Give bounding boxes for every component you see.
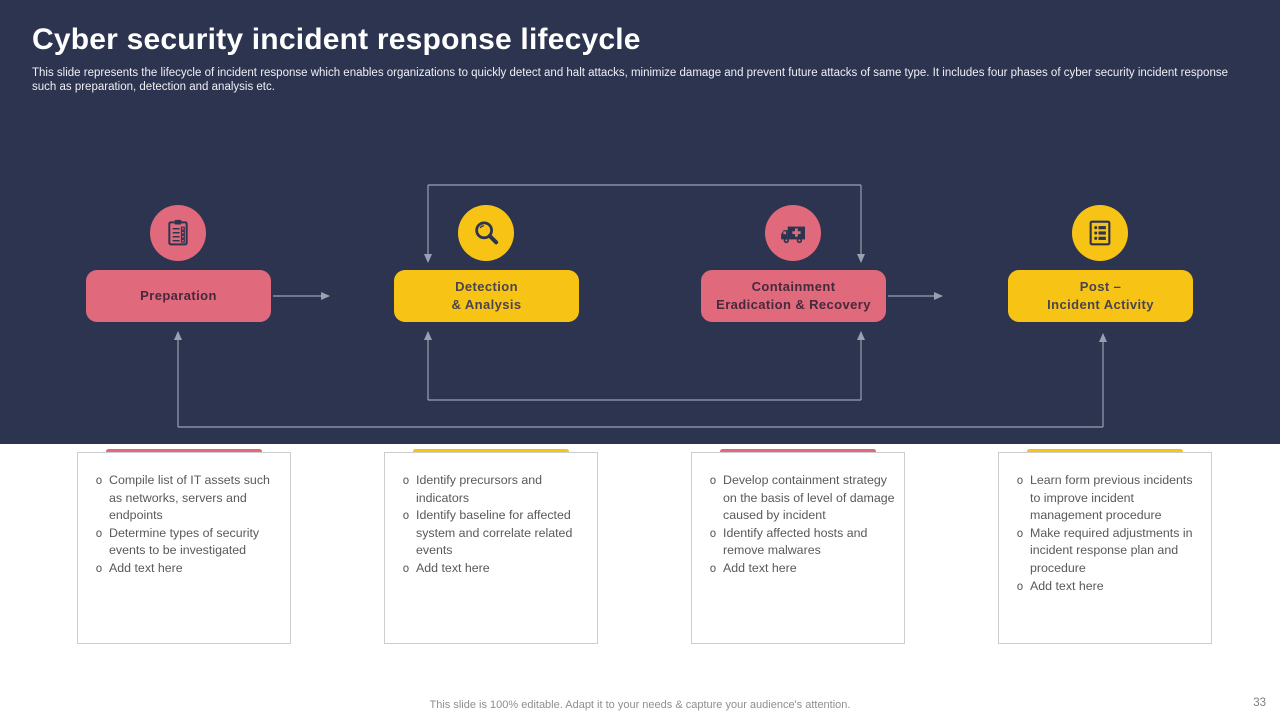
bullet-marker: o (402, 560, 410, 575)
magnifier-icon (470, 217, 502, 249)
accent-bar (720, 449, 876, 454)
page-title: Cyber security incident response lifecyc… (32, 23, 641, 56)
editable-note: This slide is 100% editable. Adapt it to… (429, 699, 851, 711)
phase-box-containment-eradication-recovery: Containment Eradication & Recovery (701, 270, 886, 322)
bullet-marker: o (402, 508, 410, 523)
phase-label-line2: Incident Activity (1047, 297, 1154, 312)
post-incident-circle (1072, 205, 1128, 261)
bullet-marker: o (709, 560, 717, 575)
clipboard-checklist-icon (162, 217, 194, 249)
header-panel (0, 0, 1280, 444)
bullet-marker: o (709, 473, 717, 487)
preparation-detail-box (77, 452, 291, 644)
containment-circle (765, 205, 821, 261)
accent-bar (413, 449, 569, 454)
accent-bar (1027, 449, 1183, 454)
bullet-marker: o (402, 473, 410, 487)
detection-circle (458, 205, 514, 261)
bullet-marker: o (95, 560, 103, 575)
bullet-marker: o (709, 525, 717, 540)
bullet-marker: o (95, 525, 103, 540)
bullet-marker: o (1016, 473, 1024, 487)
bullet-marker: o (1016, 525, 1024, 540)
phase-box-post-incident-activity: Post – Incident Activity (1008, 270, 1193, 322)
preparation-circle (150, 205, 206, 261)
bullet-marker: o (95, 473, 103, 487)
phase-label: Detection (455, 279, 518, 294)
phase-label-line2: Eradication & Recovery (716, 297, 871, 312)
phase-label: Containment (751, 279, 836, 294)
ambulance-icon (777, 217, 809, 249)
page-number: 33 (1253, 697, 1266, 709)
phase-label: Post – (1079, 279, 1122, 294)
phase-box-preparation: Preparation (86, 270, 271, 322)
detection-detail-box (384, 452, 598, 644)
slide-subtitle: This slide represents the lifecycle of i… (32, 67, 1228, 93)
phase-label: Preparation (140, 288, 217, 303)
phase-label-line2: & Analysis (451, 297, 522, 312)
containment-detail-box (691, 452, 905, 644)
report-list-icon (1084, 217, 1116, 249)
accent-bar (106, 449, 262, 454)
phase-box-detection-analysis: Detection & Analysis (394, 270, 579, 322)
bullet-marker: o (1016, 578, 1024, 593)
post-incident-detail-box (998, 452, 1212, 644)
